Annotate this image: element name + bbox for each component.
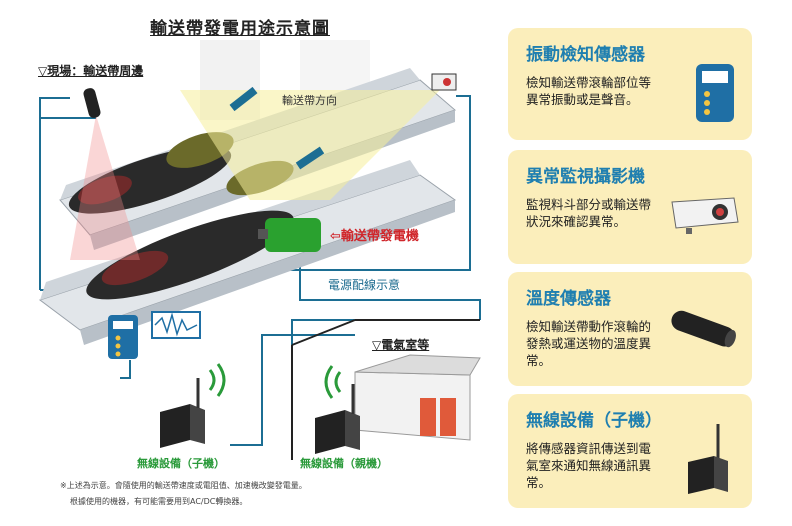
card-title: 溫度傳感器	[526, 289, 611, 309]
card-text: 檢知輸送帶滾輪部位等異常振動或是聲音。	[526, 75, 652, 107]
camera-view-cone	[180, 90, 440, 200]
generator-device	[258, 218, 321, 252]
site-temperature-sensor	[83, 88, 101, 118]
temperature-sensor-icon	[671, 310, 736, 348]
child-wireless-device	[160, 363, 226, 448]
site-camera	[431, 73, 457, 91]
electric-room-label: ▽電氣室等	[372, 338, 430, 352]
card-text: 檢知輸送帶動作滾輪的發熱或運送物的溫度異常。	[526, 319, 652, 368]
temperature-view-cone	[70, 115, 140, 260]
page-title: 輸送帶發電用途示意圖	[150, 19, 330, 39]
site-label: ▽現場：輸送帶周邊	[38, 64, 144, 78]
card-temperature-sensor: 溫度傳感器 檢知輸送帶動作滾輪的發熱或運送物的溫度異常。	[508, 272, 752, 386]
card-text: 將傳感器資訊傳送到電氣室來通知無線通訊異常。	[526, 441, 652, 490]
camera-icon	[671, 197, 739, 234]
site-vibration-sensor	[108, 315, 138, 359]
card-title: 異常監視攝影機	[526, 167, 645, 187]
wiring-label: 電源配線示意	[328, 278, 401, 292]
card-title: 無線設備（子機）	[526, 411, 662, 431]
electric-room-building	[291, 319, 481, 460]
coal-lower	[86, 210, 294, 300]
child-device-label: 無線設備（子機）	[137, 457, 225, 470]
belt-direction-arrow-2	[295, 146, 325, 170]
belt-direction-label: 輸送帶方向	[282, 94, 337, 107]
wireless-device-icon	[688, 424, 728, 494]
footnote-2: 根據使用的機器，有可能需要用到AC/DC轉換器。	[70, 497, 248, 506]
parent-device-label: 無線設備（親機）	[300, 457, 388, 470]
belt-direction-arrow-1	[229, 86, 258, 112]
card-title: 振動檢知傳感器	[526, 45, 645, 65]
card-vibration-sensor: 振動檢知傳感器 檢知輸送帶滾輪部位等異常振動或是聲音。	[508, 28, 752, 140]
parent-wireless-device	[315, 365, 360, 454]
footnote-1: ※上述為示意。會隨使用的輸送帶速度或電阻值、加速機改變發電量。	[60, 481, 307, 490]
card-camera: 異常監視攝影機 監視料斗部分或輸送帶狀況來確認異常。	[508, 150, 752, 264]
generator-label: ⇦輸送帶發電機	[330, 229, 419, 244]
card-text: 監視料斗部分或輸送帶狀況來確認異常。	[526, 197, 652, 229]
vibration-sensor-icon	[696, 64, 734, 122]
waveform-icon	[151, 311, 201, 339]
card-wireless-device: 無線設備（子機） 將傳感器資訊傳送到電氣室來通知無線通訊異常。	[508, 394, 752, 508]
